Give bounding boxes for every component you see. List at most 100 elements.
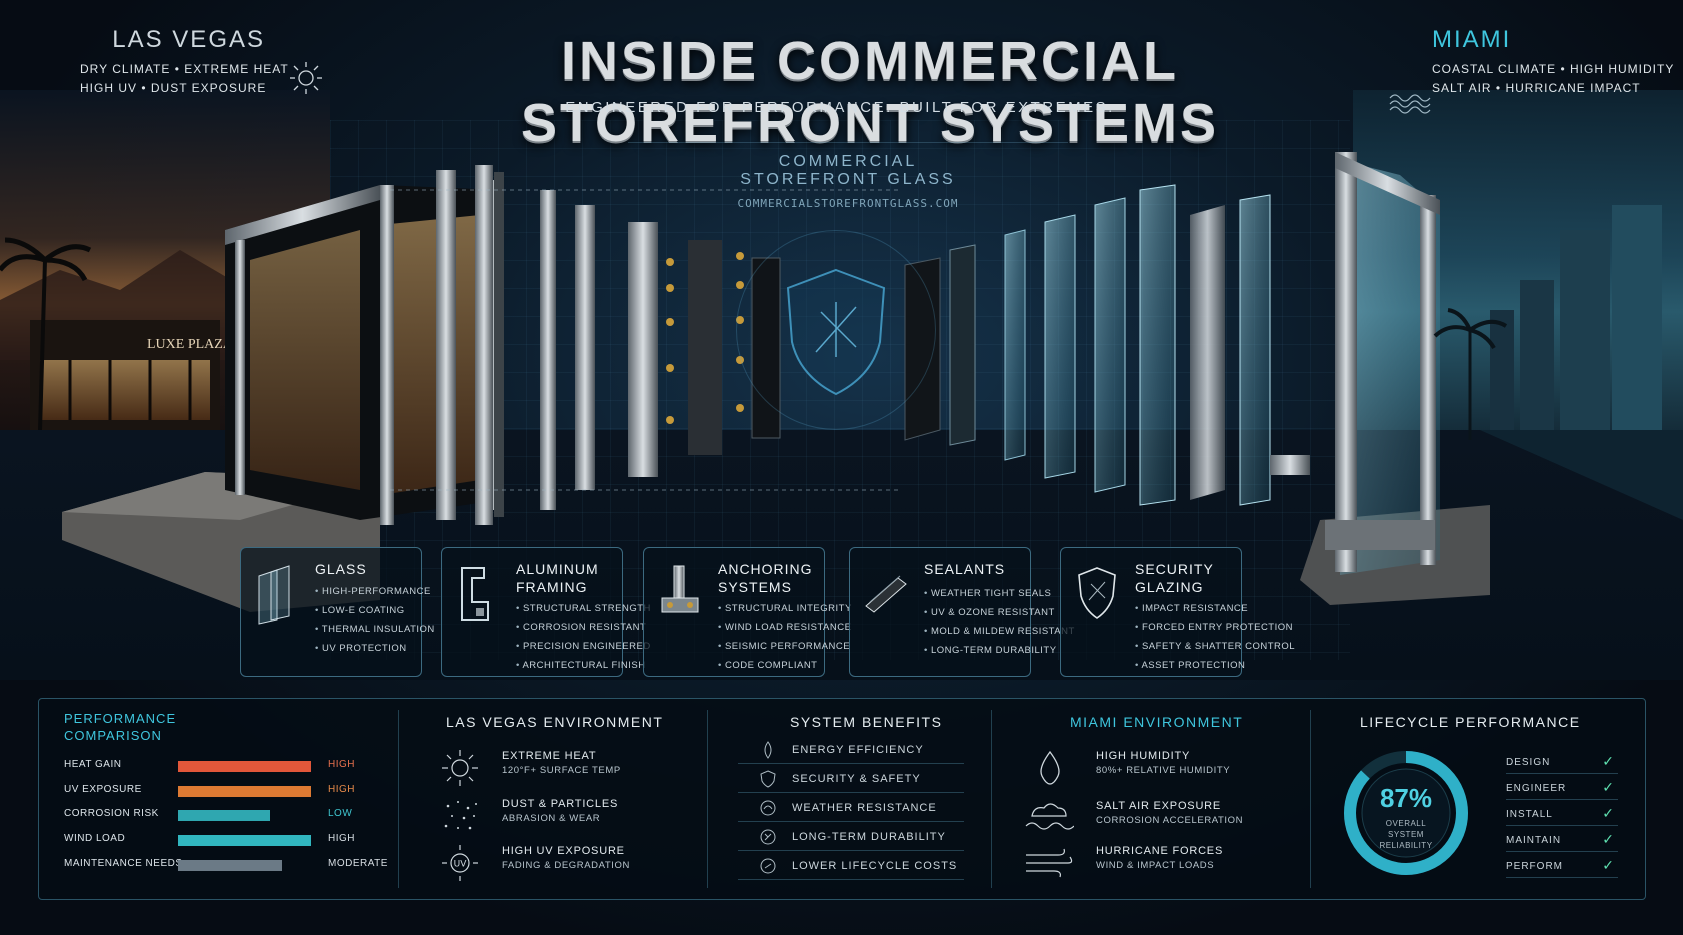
card-feature: CORROSION RESISTANT bbox=[516, 622, 651, 633]
gauge-center bbox=[1361, 768, 1451, 858]
card-feature: CODE COMPLIANT bbox=[718, 660, 852, 671]
wind-icon bbox=[1026, 848, 1073, 878]
card-feature: ASSET PROTECTION bbox=[1135, 660, 1295, 671]
env-desc: WIND & IMPACT LOADS bbox=[1096, 860, 1215, 871]
brand-url[interactable]: COMMERCIALSTOREFRONTGLASS.COM bbox=[737, 197, 959, 210]
performance-row: UV EXPOSURE HIGH bbox=[64, 783, 369, 799]
miami-climate-line-2: SALT AIR • HURRICANE IMPACT bbox=[1432, 81, 1641, 95]
performance-label: WIND LOAD bbox=[64, 833, 126, 844]
gauge-value: 87% bbox=[1379, 783, 1433, 813]
performance-bar-track bbox=[178, 810, 318, 821]
component-card-security-glazing[interactable]: SECURITY GLAZING IMPACT RESISTANCE FORCE… bbox=[1060, 547, 1295, 677]
target-ring bbox=[736, 230, 936, 430]
gauge-caption-line-3: RELIABILITY bbox=[1379, 841, 1433, 850]
sun-icon bbox=[290, 62, 322, 94]
env-name: HIGH UV EXPOSURE bbox=[502, 845, 625, 857]
card-feature: STRUCTURAL INTEGRITY bbox=[718, 603, 852, 614]
card-feature: UV PROTECTION bbox=[315, 643, 435, 654]
env-item-hurricane-forces: HURRICANE FORCES WIND & IMPACT LOADS bbox=[1024, 843, 1290, 887]
anchor-bolt-icon bbox=[661, 565, 699, 613]
card-feature: HIGH-PERFORMANCE bbox=[315, 586, 435, 597]
aluminum-profile-icon bbox=[461, 567, 489, 621]
env-name: EXTREME HEAT bbox=[502, 750, 597, 762]
shield-icon bbox=[1078, 567, 1116, 619]
miami-skyline bbox=[1433, 205, 1683, 520]
sealant-strip-icon bbox=[865, 575, 907, 613]
leaf-drop-icon bbox=[764, 741, 772, 759]
las-vegas-climate-line-2: HIGH UV • DUST EXPOSURE bbox=[80, 81, 267, 95]
durability-icon bbox=[760, 829, 776, 845]
las-vegas-storefront bbox=[225, 180, 500, 525]
las-vegas-header: LAS VEGAS DRY CLIMATE • EXTREME HEAT HIG… bbox=[80, 26, 289, 95]
benefit-weather-resistance[interactable]: WEATHER RESISTANCE bbox=[738, 796, 964, 822]
shield-icon bbox=[786, 268, 886, 396]
luxe-plaza-sign: LUXE PLAZA bbox=[147, 337, 234, 352]
card-feature: FORCED ENTRY PROTECTION bbox=[1135, 622, 1295, 633]
uv-icon-text: UV bbox=[454, 860, 468, 870]
benefit-label: ENERGY EFFICIENCY bbox=[792, 744, 924, 756]
lifecycle-performance-title: LIFECYCLE PERFORMANCE bbox=[1360, 714, 1581, 730]
component-card-aluminum-framing[interactable]: ALUMINUM FRAMING STRUCTURAL STRENGTH COR… bbox=[441, 547, 650, 677]
benefit-security-safety[interactable]: SECURITY & SAFETY bbox=[738, 767, 964, 793]
uv-sun-icon: UV bbox=[442, 845, 478, 881]
card-feature: STRUCTURAL STRENGTH bbox=[516, 603, 651, 614]
component-card-glass[interactable]: GLASS HIGH-PERFORMANCE LOW-E COATING THE… bbox=[240, 547, 434, 677]
card-title: ALUMINUM FRAMING bbox=[516, 561, 599, 595]
card-feature-list: HIGH-PERFORMANCE LOW-E COATING THERMAL I… bbox=[315, 586, 435, 662]
card-title: SECURITY GLAZING bbox=[1135, 561, 1214, 595]
card-feature-list: WEATHER TIGHT SEALS UV & OZONE RESISTANT… bbox=[924, 588, 1075, 664]
env-name: HIGH HUMIDITY bbox=[1096, 750, 1191, 762]
lifecycle-step-install: INSTALL ✓ bbox=[1506, 804, 1618, 826]
card-feature-list: STRUCTURAL INTEGRITY WIND LOAD RESISTANC… bbox=[718, 603, 852, 679]
performance-value: HIGH bbox=[328, 759, 355, 770]
card-feature: SEISMIC PERFORMANCE bbox=[718, 641, 852, 652]
card-feature: LOW-E COATING bbox=[315, 605, 435, 616]
card-feature: WIND LOAD RESISTANCE bbox=[718, 622, 852, 633]
card-title: GLASS bbox=[315, 561, 367, 577]
performance-value: HIGH bbox=[328, 784, 355, 795]
exploded-glass-panes bbox=[904, 184, 1271, 506]
card-feature-list: IMPACT RESISTANCE FORCED ENTRY PROTECTIO… bbox=[1135, 603, 1295, 679]
check-icon: ✓ bbox=[1602, 805, 1614, 821]
card-feature: WEATHER TIGHT SEALS bbox=[924, 588, 1075, 599]
benefit-label: LONG-TERM DURABILITY bbox=[792, 831, 946, 843]
lifecycle-step-engineer: ENGINEER ✓ bbox=[1506, 778, 1618, 800]
page-subtitle: ENGINEERED FOR PERFORMANCE. BUILT FOR EX… bbox=[565, 99, 1115, 116]
system-benefits-title: SYSTEM BENEFITS bbox=[790, 714, 943, 730]
env-item-high-uv: UV HIGH UV EXPOSURE FADING & DEGRADATION bbox=[440, 843, 690, 887]
benefit-long-term-durability[interactable]: LONG-TERM DURABILITY bbox=[738, 825, 964, 851]
benefit-energy-efficiency[interactable]: ENERGY EFFICIENCY bbox=[738, 738, 964, 764]
env-desc: ABRASION & WEAR bbox=[502, 813, 601, 824]
component-card-anchoring-systems[interactable]: ANCHORING SYSTEMS STRUCTURAL INTEGRITY W… bbox=[643, 547, 851, 677]
miami-storefront bbox=[1270, 152, 1490, 605]
miami-environment-title: MIAMI ENVIRONMENT bbox=[1070, 714, 1244, 730]
benefit-label: WEATHER RESISTANCE bbox=[792, 802, 937, 814]
miami-climate-line-1: COASTAL CLIMATE • HIGH HUMIDITY bbox=[1432, 62, 1675, 76]
card-feature: LONG-TERM DURABILITY bbox=[924, 645, 1075, 656]
divider bbox=[398, 710, 399, 888]
lifecycle-step-maintain: MAINTAIN ✓ bbox=[1506, 830, 1618, 852]
card-feature: SAFETY & SHATTER CONTROL bbox=[1135, 641, 1295, 652]
las-vegas-climate-line-1: DRY CLIMATE • EXTREME HEAT bbox=[80, 62, 289, 76]
performance-bar-track bbox=[178, 860, 318, 871]
performance-title-line-1: PERFORMANCE bbox=[64, 711, 177, 726]
card-title: SEALANTS bbox=[924, 561, 1006, 577]
divider bbox=[1310, 710, 1311, 888]
env-name: SALT AIR EXPOSURE bbox=[1096, 800, 1222, 812]
performance-bar-track bbox=[178, 835, 318, 846]
performance-label: UV EXPOSURE bbox=[64, 784, 142, 795]
las-vegas-title: LAS VEGAS bbox=[112, 26, 265, 53]
gauge-caption-line-1: OVERALL bbox=[1385, 819, 1427, 828]
benefit-label: LOWER LIFECYCLE COSTS bbox=[792, 860, 958, 872]
gauge-arc bbox=[1344, 751, 1468, 875]
component-card-sealants[interactable]: SEALANTS WEATHER TIGHT SEALS UV & OZONE … bbox=[849, 547, 1074, 677]
lifecycle-step-label: INSTALL bbox=[1506, 809, 1553, 820]
env-desc: CORROSION ACCELERATION bbox=[1096, 815, 1244, 826]
reliability-gauge bbox=[1344, 751, 1468, 875]
lifecycle-step-design: DESIGN ✓ bbox=[1506, 752, 1618, 774]
performance-bar bbox=[178, 835, 311, 846]
cost-icon bbox=[760, 858, 776, 874]
benefit-lower-lifecycle-costs[interactable]: LOWER LIFECYCLE COSTS bbox=[738, 854, 964, 880]
